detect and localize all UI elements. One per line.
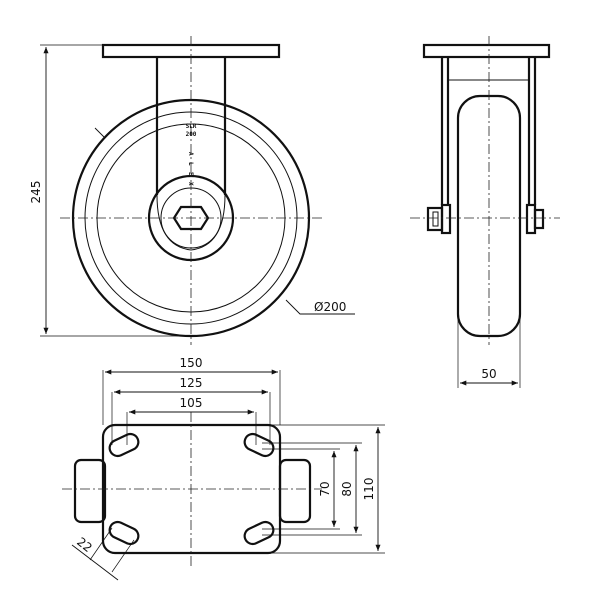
dim-22-ext-1 bbox=[89, 527, 113, 561]
wheel-code-line2: 200 bbox=[186, 131, 197, 138]
top-wheel-right bbox=[278, 458, 312, 524]
axle-collar-left bbox=[440, 203, 452, 235]
dim-hole-spacing-outer: 125 bbox=[180, 376, 203, 390]
dim-plate-width: 150 bbox=[180, 356, 203, 370]
brand-letter-1: A bbox=[187, 152, 194, 156]
axle-bolt-end bbox=[432, 211, 439, 227]
dim-diameter-leader bbox=[285, 299, 355, 315]
dim-hole-spacing-inner: 105 bbox=[180, 396, 203, 410]
front-fork bbox=[155, 57, 227, 195]
side-view: 50 bbox=[410, 36, 560, 388]
dim-wheel-diameter: Ø200 bbox=[314, 300, 346, 314]
dim-plate-depth: 110 bbox=[362, 478, 376, 501]
mounting-slot-bottom-left bbox=[108, 520, 140, 546]
side-fork-crosspiece bbox=[447, 57, 530, 81]
fork-bottom-curve bbox=[156, 194, 226, 251]
mounting-slot-top-left bbox=[108, 432, 140, 458]
axle-collar-right bbox=[525, 203, 537, 235]
top-wheel-left bbox=[73, 458, 107, 524]
top-view: 150 125 105 110 80 70 22 bbox=[62, 356, 385, 581]
dim-22-ext-2 bbox=[111, 539, 135, 573]
side-fork-legs bbox=[440, 57, 537, 205]
brand-marking: A L E X bbox=[187, 152, 194, 186]
axle-nut-right bbox=[533, 208, 545, 230]
side-mounting-plate bbox=[422, 43, 551, 59]
brand-letter-3: E bbox=[187, 172, 194, 176]
brand-letter-4: X bbox=[187, 182, 194, 186]
dim-22-line bbox=[71, 544, 119, 581]
axle-nut-left bbox=[426, 206, 444, 232]
mounting-slot-top-right bbox=[243, 432, 275, 458]
tread-pointer bbox=[94, 127, 106, 139]
dim-slot-length: 22 bbox=[74, 535, 95, 555]
dim-hole-spacing-short-inner: 70 bbox=[318, 481, 332, 496]
wheel-code-line1: SLR bbox=[186, 123, 197, 130]
dim-wheel-width: 50 bbox=[481, 367, 496, 381]
dim-hole-spacing-short-outer: 80 bbox=[340, 481, 354, 496]
brand-letter-2: L bbox=[187, 162, 194, 166]
mounting-slot-bottom-right bbox=[243, 520, 275, 546]
front-view: SLR 200 A L E X 245 Ø200 bbox=[29, 36, 355, 345]
dim-overall-height: 245 bbox=[29, 181, 43, 204]
